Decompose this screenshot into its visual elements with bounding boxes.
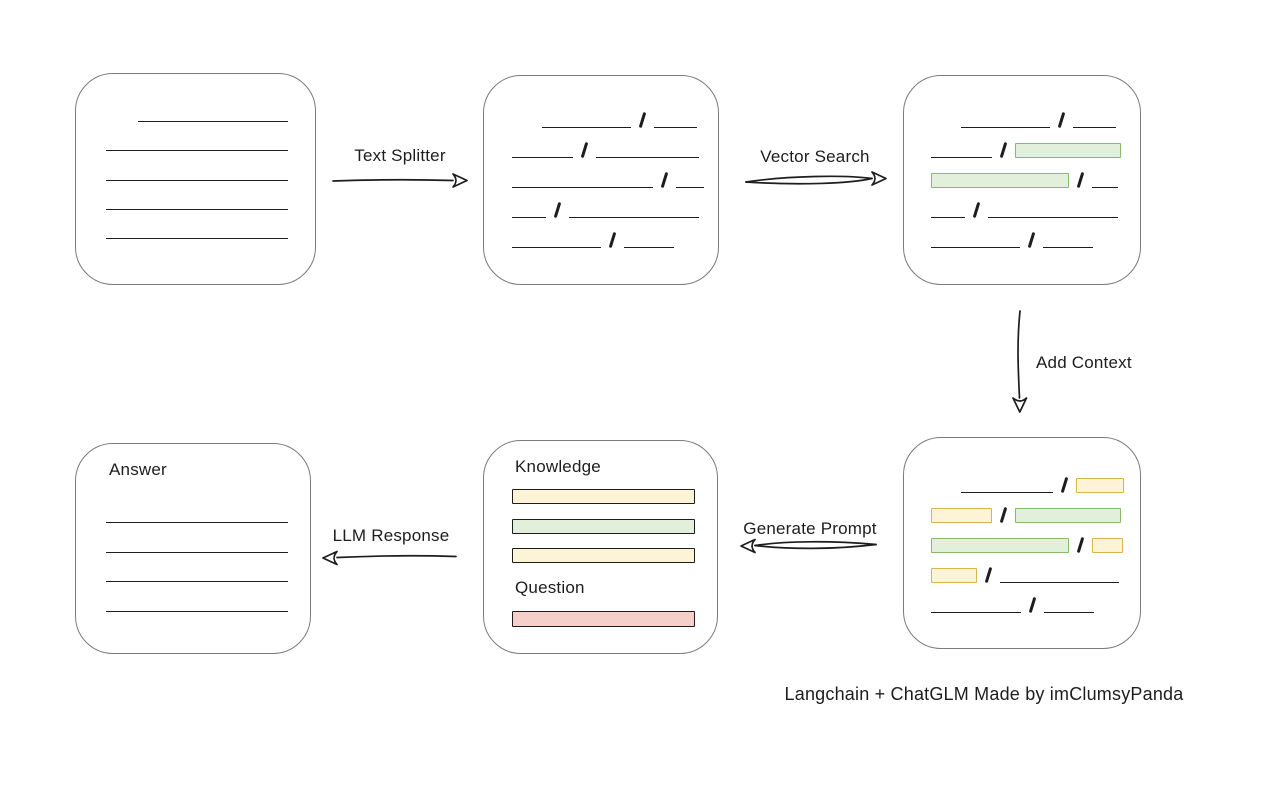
text-line <box>106 237 288 240</box>
chunk-row <box>931 553 1140 584</box>
vector-rows <box>931 98 1140 249</box>
stack-bar-yellow <box>512 489 695 504</box>
chunk-row <box>931 158 1140 189</box>
text-line <box>988 216 1118 218</box>
chunk-row <box>512 218 718 249</box>
generate-prompt-label: Generate Prompt <box>743 519 877 538</box>
text-line <box>961 126 1050 128</box>
highlight-bar-green <box>931 538 1069 553</box>
answer-lines <box>106 521 310 613</box>
prompt-box: Knowledge Question <box>483 440 718 654</box>
highlight-bar-yellow <box>1092 538 1123 553</box>
text-line <box>512 216 546 218</box>
knowledge-bars <box>512 489 717 563</box>
add-context-arrow <box>1012 310 1028 413</box>
text-line <box>569 216 699 218</box>
text-line <box>1092 186 1118 188</box>
text-line <box>931 246 1020 248</box>
highlight-bar-yellow <box>1076 478 1124 493</box>
chunk-row <box>512 128 718 159</box>
text-line <box>596 156 699 158</box>
context-rows <box>931 463 1140 614</box>
llm-response-arrow <box>322 550 457 566</box>
text-line <box>512 156 573 158</box>
vector-search-arrow <box>745 171 887 186</box>
chunk-rows <box>512 98 718 249</box>
chunk-row <box>512 98 718 129</box>
stack-bar-yellow <box>512 548 695 563</box>
text-line <box>1043 246 1093 248</box>
caption: Langchain + ChatGLM Made by imClumsyPand… <box>784 684 1184 704</box>
text-line <box>106 580 288 583</box>
knowledge-heading: Knowledge <box>515 457 601 476</box>
llm-response-label: LLM Response <box>332 526 450 545</box>
text-splitter-label: Text Splitter <box>354 146 446 165</box>
text-line <box>106 208 288 210</box>
chunk-row <box>931 98 1140 129</box>
chunk-row <box>931 523 1140 554</box>
text-line <box>624 246 674 248</box>
question-heading: Question <box>515 577 585 597</box>
text-line <box>106 610 288 613</box>
chunk-row <box>931 583 1140 614</box>
text-line <box>512 186 653 188</box>
text-line <box>931 611 1021 613</box>
vector-search-label: Vector Search <box>760 147 870 166</box>
text-splitter-arrow <box>332 173 468 188</box>
chunk-row <box>931 493 1140 524</box>
text-line <box>106 179 288 181</box>
split-chunks-box <box>483 75 719 285</box>
chunk-row <box>931 128 1140 159</box>
highlight-bar-yellow <box>931 508 992 523</box>
text-line <box>931 156 992 158</box>
question-bars <box>512 610 717 627</box>
chunk-row <box>512 188 718 219</box>
text-line <box>1044 611 1094 613</box>
chunk-row <box>931 188 1140 219</box>
text-line <box>106 149 288 152</box>
answer-box: Answer <box>75 443 311 654</box>
generate-prompt-arrow <box>740 538 877 554</box>
add-context-label: Add Context <box>1036 353 1132 372</box>
text-line <box>676 186 704 188</box>
text-line <box>542 126 631 128</box>
answer-heading: Answer <box>109 460 167 479</box>
context-box <box>903 437 1141 649</box>
highlight-bar-green <box>1015 508 1121 523</box>
highlight-bar-green <box>931 173 1069 188</box>
text-line <box>512 246 601 248</box>
text-line <box>931 216 965 218</box>
highlight-bar-green <box>1015 143 1121 158</box>
text-line <box>106 551 288 553</box>
stack-bar-red <box>512 610 695 627</box>
document-lines <box>106 120 315 240</box>
chunk-row <box>931 218 1140 249</box>
chunk-row <box>931 463 1140 494</box>
source-document-box <box>75 73 316 285</box>
text-line <box>961 491 1053 493</box>
text-line <box>1073 126 1116 128</box>
text-line <box>1000 581 1119 583</box>
text-line <box>106 521 288 523</box>
text-line <box>654 126 697 128</box>
vector-search-result-box <box>903 75 1141 285</box>
highlight-bar-yellow <box>931 568 977 583</box>
text-line <box>138 120 288 122</box>
chunk-row <box>512 158 718 189</box>
stack-bar-green <box>512 518 695 534</box>
